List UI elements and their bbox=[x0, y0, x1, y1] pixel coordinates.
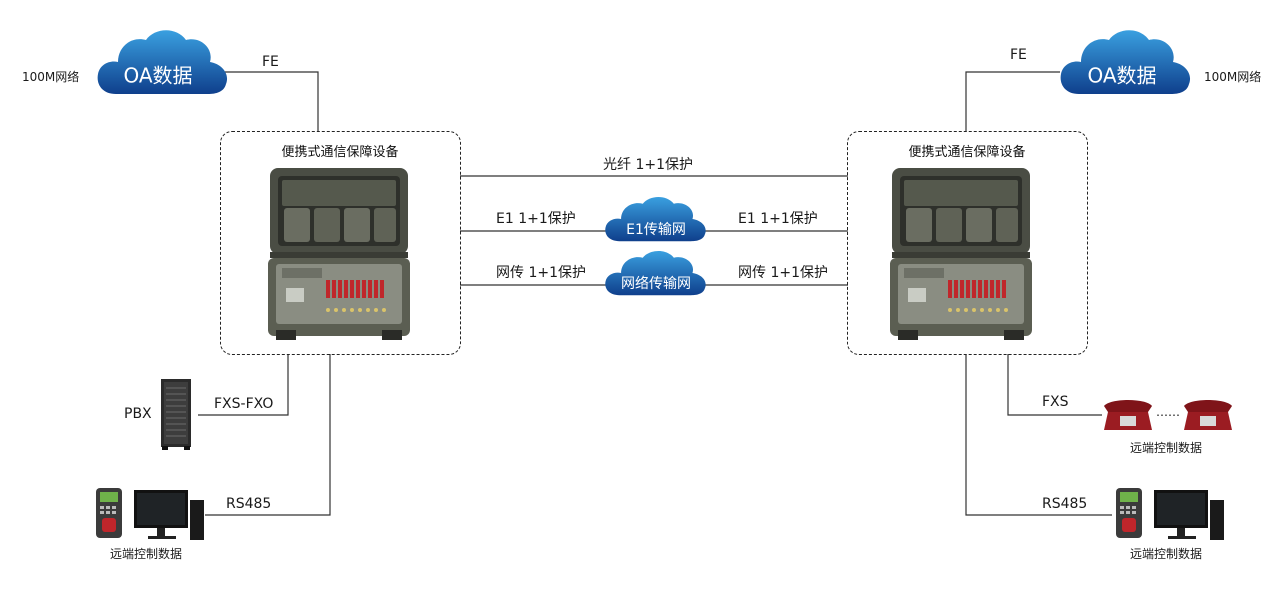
left-rs485-label: RS485 bbox=[226, 496, 272, 512]
right-device-group bbox=[847, 131, 1088, 355]
right-remote-terminal-icon bbox=[1116, 488, 1224, 540]
right-portable-case bbox=[890, 168, 1032, 340]
oa-cloud-right-label: OA数据 bbox=[1087, 63, 1157, 88]
left-remote-terminal-icon bbox=[96, 488, 204, 540]
pbx-label: PBX bbox=[124, 406, 152, 422]
e1-right-label: E1 1+1保护 bbox=[738, 211, 818, 227]
net-right-label: 网传 1+1保护 bbox=[738, 265, 828, 281]
network-cloud-label: 网络传输网 bbox=[621, 276, 691, 292]
left-fe-label: FE bbox=[262, 54, 279, 70]
left-device-group bbox=[220, 131, 461, 355]
pbx-rack-icon bbox=[161, 379, 191, 450]
fxs-fxo-label: FXS-FXO bbox=[214, 396, 274, 412]
right-network-label: 100M网络 bbox=[1204, 70, 1262, 84]
phones-remote-label: 远端控制数据 bbox=[1129, 441, 1203, 455]
network-cloud bbox=[605, 250, 706, 296]
phones-ellipsis: …… bbox=[1156, 405, 1180, 419]
right-rs485-label: RS485 bbox=[1042, 496, 1088, 512]
right-device-title: 便携式通信保障设备 bbox=[908, 145, 1026, 160]
right-remote-label: 远端控制数据 bbox=[1129, 547, 1203, 561]
left-network-label: 100M网络 bbox=[22, 70, 80, 84]
oa-cloud-left-label: OA数据 bbox=[123, 63, 193, 88]
e1-cloud-label: E1传输网 bbox=[626, 222, 686, 238]
telephone-icon-1 bbox=[1104, 400, 1152, 430]
net-left-label: 网传 1+1保护 bbox=[496, 265, 586, 281]
e1-cloud bbox=[605, 196, 706, 242]
right-fe-label: FE bbox=[1010, 47, 1027, 63]
left-portable-case bbox=[268, 168, 410, 340]
left-remote-label: 远端控制数据 bbox=[109, 547, 183, 561]
left-device-title: 便携式通信保障设备 bbox=[281, 145, 399, 160]
fxs-label: FXS bbox=[1042, 394, 1069, 410]
fiber-link-label: 光纤 1+1保护 bbox=[603, 157, 693, 173]
e1-left-label: E1 1+1保护 bbox=[496, 211, 576, 227]
telephone-icon-2 bbox=[1184, 400, 1232, 430]
oa-cloud-right bbox=[1060, 30, 1191, 94]
oa-cloud-left bbox=[97, 30, 228, 94]
